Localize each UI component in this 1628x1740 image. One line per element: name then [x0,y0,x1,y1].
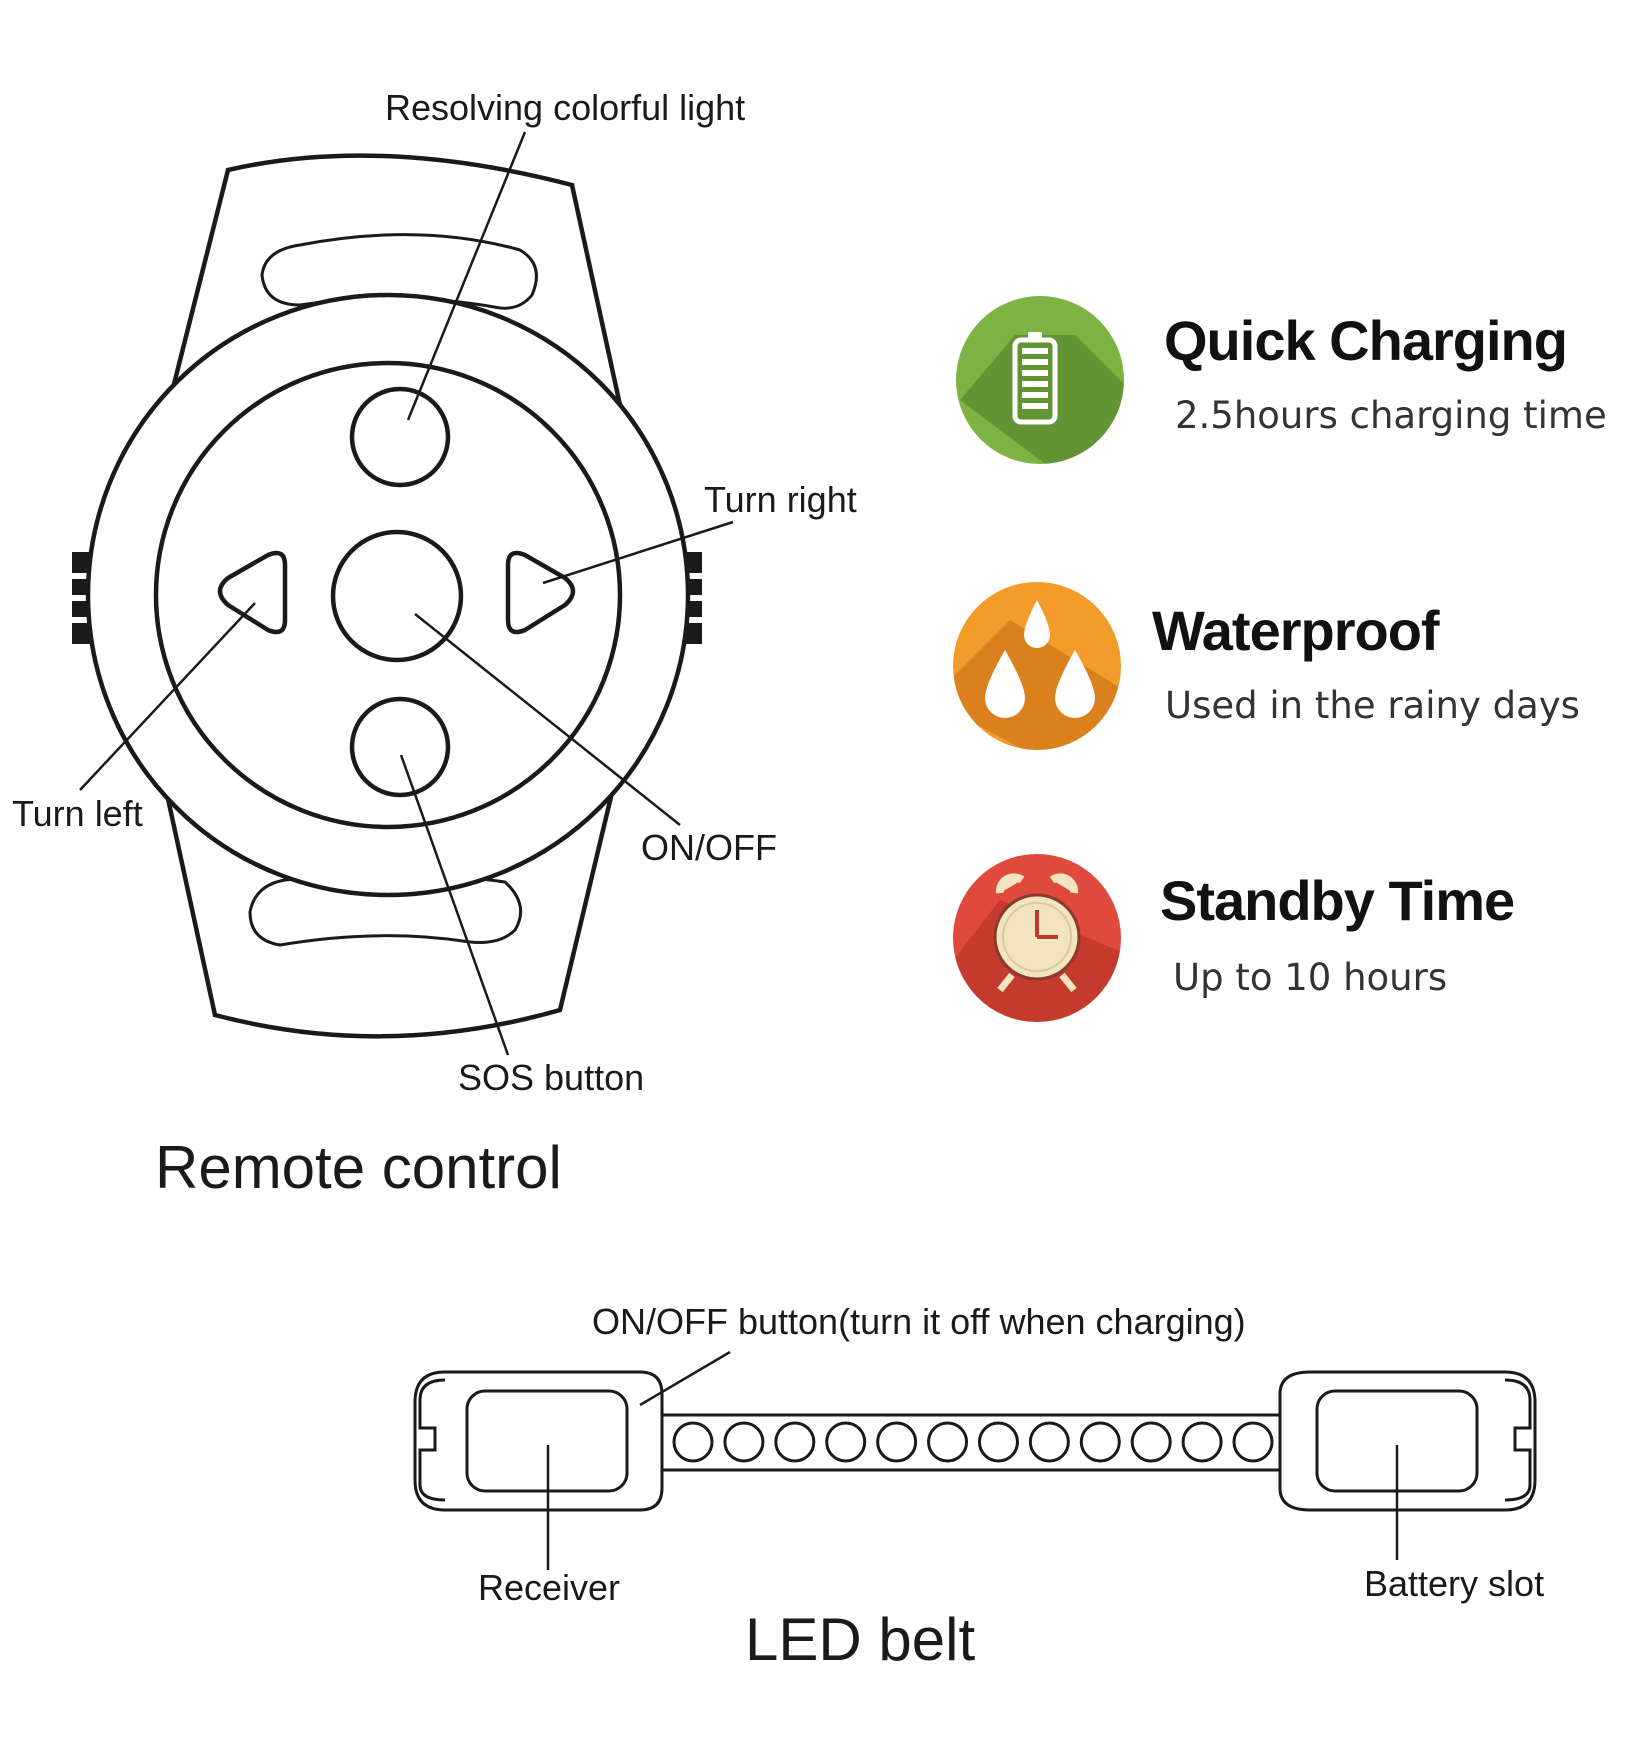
feature-subtitle: 2.5hours charging time [1175,394,1607,437]
feature-waterproof: Waterproof Used in the rainy days [953,582,1580,750]
label-turn-right: Turn right [704,479,857,520]
led-dot [825,1421,867,1463]
feature-standby-time: Standby Time Up to 10 hours [953,854,1515,1022]
led-dots [672,1421,1274,1463]
remote-control-drawing [72,153,702,1039]
belt-title: LED belt [745,1606,975,1673]
feature-title: Standby Time [1160,869,1514,932]
strap-slot-top [260,233,538,310]
remote-callouts [79,131,734,1056]
led-belt-drawing [413,1370,1537,1512]
sos-button [349,696,451,798]
alarm-clock-icon [993,873,1081,993]
led-dot [977,1421,1019,1463]
feature-subtitle: Used in the rainy days [1165,684,1580,727]
led-dot [1079,1421,1121,1463]
belt-callouts [546,1350,1399,1570]
led-dot [1232,1421,1274,1463]
feature-quick-charging: Quick Charging 2.5hours charging time [956,296,1607,464]
feature-title: Waterproof [1152,599,1440,662]
belt-clip-right [1504,1378,1532,1502]
water-drops-icon [985,600,1095,718]
on-off-button [330,529,464,663]
remote-title: Remote control [155,1134,562,1201]
led-dot [672,1421,714,1463]
label-receiver: Receiver [478,1567,620,1608]
colorful-light-button [349,386,451,488]
label-turn-left: Turn left [12,793,143,834]
label-colorful-light: Resolving colorful light [385,87,745,128]
turn-left-button [217,550,288,635]
led-dot [1028,1421,1070,1463]
led-dot [927,1421,969,1463]
label-battery-slot: Battery slot [1364,1563,1544,1604]
label-sos: SOS button [458,1057,644,1098]
led-dot [876,1421,918,1463]
turn-right-button [505,550,576,635]
battery-icon [1012,332,1058,425]
feature-subtitle: Up to 10 hours [1173,956,1447,999]
led-dot [1130,1421,1172,1463]
belt-clip-left [418,1378,446,1502]
feature-title: Quick Charging [1164,309,1567,372]
label-on-off: ON/OFF [641,827,777,868]
led-dot [774,1421,816,1463]
label-belt-on-off: ON/OFF button(turn it off when charging) [592,1301,1246,1342]
led-dot [723,1421,765,1463]
led-dot [1181,1421,1223,1463]
